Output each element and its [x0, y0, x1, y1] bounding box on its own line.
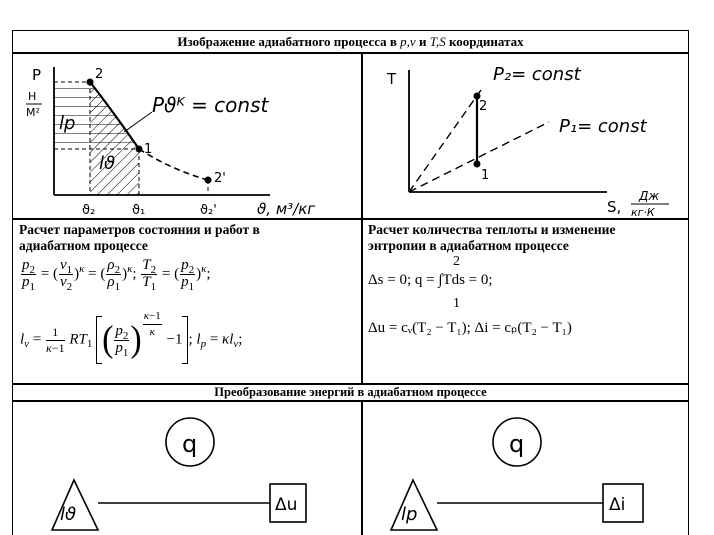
pv-point-2prime-label: 2' — [214, 171, 226, 186]
box-label-right: Δi — [609, 495, 625, 515]
lv-label: lϑ — [99, 153, 115, 174]
column-divider-bottom — [361, 400, 363, 535]
pv-tick-v1: ϑ₁ — [132, 203, 145, 218]
pv-x-label: ϑ, м³/кг — [257, 200, 315, 218]
header-title: Изображение адиабатного процесса в p,v и… — [177, 34, 524, 49]
pv-y-unit-bottom: М² — [26, 106, 40, 119]
pv-point-2-label: 2 — [95, 67, 103, 82]
pv-tick-v2: ϑ₂ — [82, 203, 95, 218]
ts-point-2 — [473, 92, 481, 100]
box-label-left: Δu — [275, 495, 297, 515]
pv-point-1-label: 1 — [144, 142, 152, 157]
p2-label: P₂= const — [493, 64, 582, 85]
table-frame — [12, 30, 689, 535]
triangle-label-left: lϑ — [60, 504, 76, 525]
calc-row-divider — [12, 383, 689, 385]
heat-circle-right — [492, 417, 542, 467]
ts-x-label: S, — [607, 198, 621, 216]
adiabat-curve — [89, 81, 140, 150]
ts-point-1 — [473, 160, 481, 168]
pv-point-2prime — [204, 176, 212, 184]
ts-x-unit-top: Дж — [638, 189, 659, 203]
triangle-label-right: lp — [401, 504, 417, 525]
p1-isobar — [408, 121, 550, 193]
integral-upper: 2 — [453, 254, 460, 269]
heat-circle-left — [165, 417, 215, 467]
header-divider — [12, 52, 689, 54]
lv-area — [90, 82, 139, 195]
pv-point-1 — [135, 145, 143, 153]
pv-y-label: P — [32, 66, 41, 84]
ts-point-2-label: 2 — [479, 99, 487, 114]
pv-y-unit-top: Н — [28, 90, 36, 103]
ts-diagram: T 2 1 P₂= const P₁= const S, Дж кг·К — [386, 64, 669, 218]
heat-q-right: q — [509, 430, 524, 458]
left-calc-title: Расчет параметров состояния и работ в ад… — [19, 222, 260, 253]
energy-diagram-left: q lϑ Δu — [50, 417, 307, 531]
integral-lower: 1 — [453, 296, 460, 311]
energy-change-formula: Δu = cᵥ(T₂ − T₁); Δi = cₚ(T₂ − T₁) — [368, 320, 572, 336]
energy-box-left — [269, 483, 307, 523]
section2-divider — [12, 400, 689, 402]
column-divider-top — [361, 52, 363, 383]
energy-box-right — [602, 483, 644, 523]
pv-tick-v2prime: ϑ₂' — [200, 203, 217, 218]
ts-y-label: T — [386, 70, 397, 88]
heat-q-left: q — [182, 430, 197, 458]
p1-label: P₁= const — [559, 116, 648, 137]
work-triangle-left — [50, 478, 100, 531]
pv-point-2 — [86, 78, 94, 86]
lp-label: lp — [59, 113, 75, 134]
energy-diagram-right: q lp Δi — [389, 417, 644, 531]
p2-isobar — [408, 89, 482, 193]
ts-x-unit-bottom: кг·К — [631, 206, 656, 218]
pv-equation: Pϑᴷ = const — [152, 93, 270, 117]
work-triangle-right — [389, 478, 439, 531]
pv-diagram: P Н М² lp lϑ 2 1 2' Pϑᴷ = const ϑ₂ ϑ₁ ϑ₂… — [26, 66, 315, 218]
diagram-row-divider — [12, 218, 689, 220]
section2-title: Преобразование энергий в адиабатном проц… — [214, 385, 487, 399]
right-calc-title: Расчет количества теплоты и изменение эн… — [368, 222, 616, 253]
ts-point-1-label: 1 — [481, 168, 489, 183]
entropy-formula: Δs = 0; q = ∫Tds = 0; — [368, 272, 493, 288]
